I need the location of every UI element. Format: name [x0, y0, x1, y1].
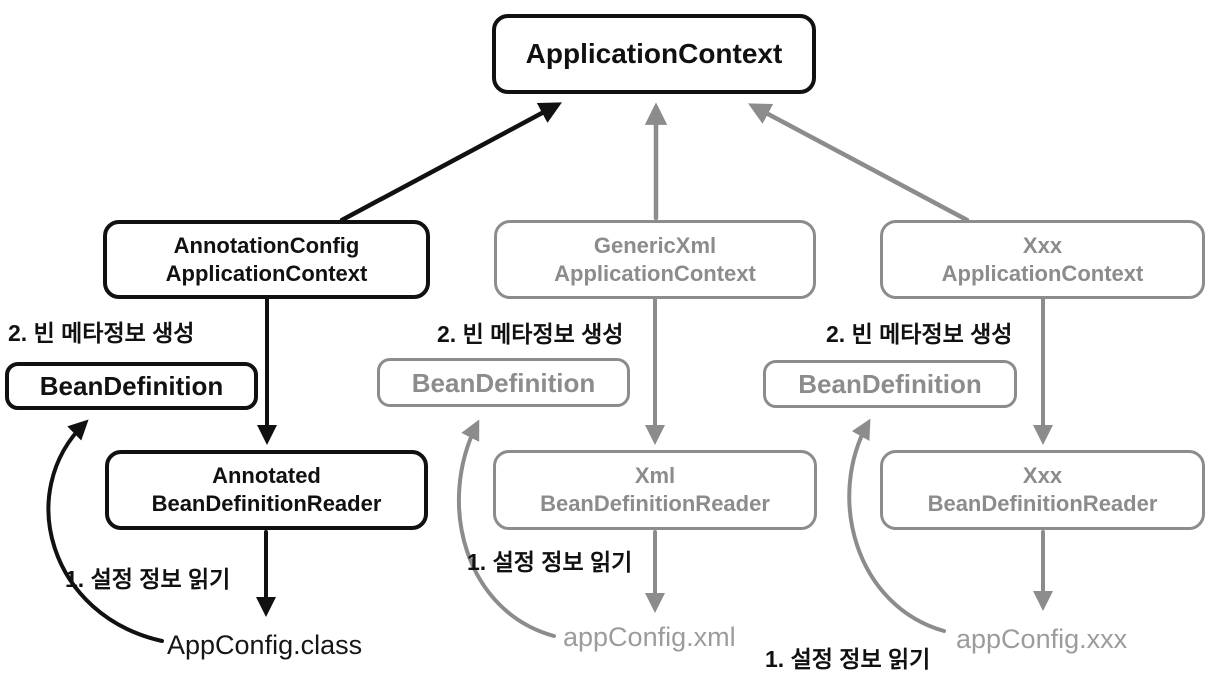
arrow-xxx-to-applicationcontext: [748, 103, 970, 223]
reader-label-line1: Annotated: [212, 463, 321, 488]
step2-label-annotation: 2. 빈 메타정보 생성: [8, 320, 195, 346]
reader-label-line2: BeanDefinitionReader: [927, 491, 1158, 516]
xxx-application-context-box: Xxx ApplicationContext: [880, 220, 1205, 299]
step2-label-xxx: 2. 빈 메타정보 생성: [826, 321, 1013, 347]
app-config-xxx-label: appConfig.xxx: [956, 624, 1128, 654]
bean-definition-box-genericxml: BeanDefinition: [377, 358, 630, 407]
context-label-line2: ApplicationContext: [554, 260, 756, 286]
bean-definition-label: BeanDefinition: [798, 369, 982, 399]
step1-label-genericxml: 1. 설정 정보 읽기: [467, 549, 633, 575]
reader-label-line1: Xxx: [1022, 463, 1063, 488]
application-context-box: ApplicationContext: [492, 14, 816, 94]
app-config-xml-label: appConfig.xml: [563, 622, 736, 652]
context-label-line2: ApplicationContext: [941, 260, 1144, 286]
step1-label-annotation: 1. 설정 정보 읽기: [65, 566, 231, 592]
arrow-annotationconfig-to-applicationcontext: [339, 102, 562, 223]
reader-label-line2: BeanDefinitionReader: [151, 491, 382, 516]
context-label-line1: AnnotationConfig: [173, 232, 360, 258]
xml-bean-definition-reader-box: Xml BeanDefinitionReader: [493, 450, 817, 530]
xxx-bean-definition-reader-box: Xxx BeanDefinitionReader: [880, 450, 1205, 530]
annotation-config-application-context-box: AnnotationConfig ApplicationContext: [103, 220, 430, 299]
annotated-bean-definition-reader-box: Annotated BeanDefinitionReader: [105, 450, 428, 530]
bean-definition-box-annotation: BeanDefinition: [5, 362, 258, 410]
application-context-label: ApplicationContext: [525, 38, 783, 69]
generic-xml-application-context-box: GenericXml ApplicationContext: [494, 220, 816, 299]
bean-definition-label: BeanDefinition: [411, 367, 596, 398]
reader-label-line2: BeanDefinitionReader: [540, 491, 770, 516]
step1-label-xxx: 1. 설정 정보 읽기: [765, 646, 931, 672]
bean-definition-box-xxx: BeanDefinition: [763, 360, 1017, 408]
app-config-class-label: AppConfig.class: [167, 630, 363, 660]
step2-label-genericxml: 2. 빈 메타정보 생성: [437, 321, 624, 347]
context-label-line1: Xxx: [1022, 232, 1063, 258]
context-label-line2: ApplicationContext: [165, 260, 368, 286]
bean-definition-label: BeanDefinition: [39, 371, 224, 401]
reader-label-line1: Xml: [634, 463, 676, 488]
context-label-line1: GenericXml: [593, 232, 717, 258]
